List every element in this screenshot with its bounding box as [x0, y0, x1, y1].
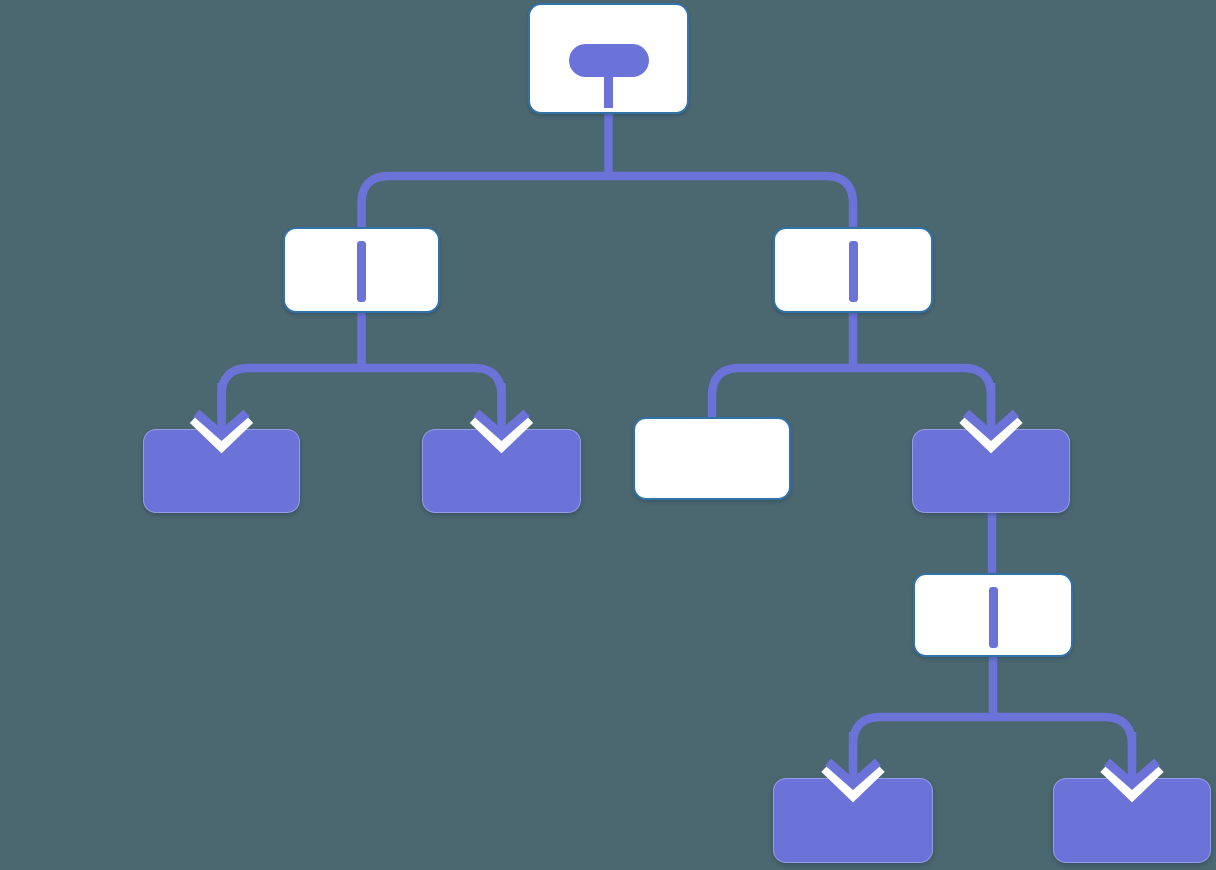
- root-pill-stem: [604, 76, 613, 108]
- leaf-node-bottom-left[interactable]: [773, 778, 933, 863]
- pass-through-bar-icon: [988, 587, 998, 648]
- leaf-node-2[interactable]: [422, 429, 581, 513]
- purple-branch-node[interactable]: [912, 429, 1070, 513]
- pass-through-bar-icon: [357, 241, 366, 302]
- pass-through-bar-icon: [848, 241, 858, 302]
- leaf-node-1[interactable]: [143, 429, 300, 513]
- root-pill-icon: [568, 44, 649, 77]
- root-node[interactable]: [528, 3, 689, 114]
- branch-node-right[interactable]: [773, 227, 933, 313]
- leaf-node-bottom-right[interactable]: [1053, 778, 1211, 863]
- branch-node-lower[interactable]: [913, 573, 1073, 657]
- empty-white-node[interactable]: [633, 417, 791, 500]
- branch-node-left[interactable]: [283, 227, 440, 313]
